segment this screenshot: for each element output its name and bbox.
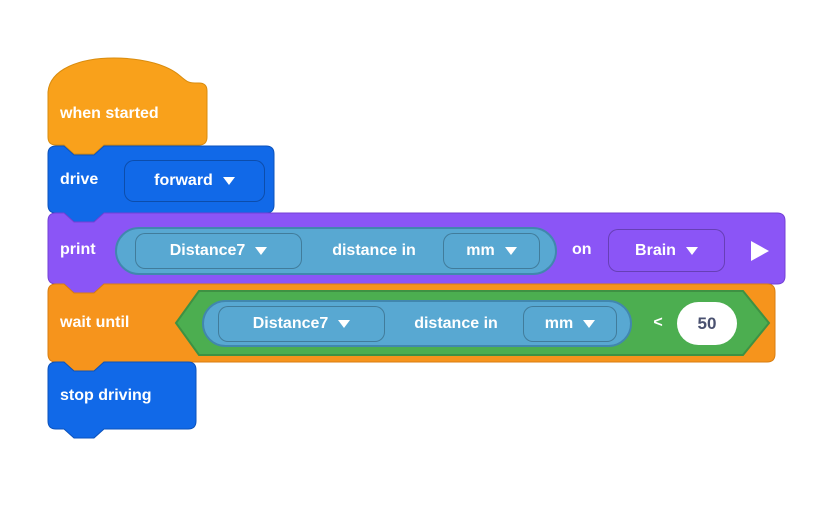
print-label: print	[60, 241, 96, 258]
number-input[interactable]: 50	[677, 302, 737, 345]
caret-down-icon	[504, 247, 517, 255]
print-target-value: Brain	[635, 241, 676, 259]
print-unit-value: mm	[466, 242, 495, 259]
caret-down-icon	[685, 246, 698, 255]
caret-down-icon	[583, 320, 596, 328]
print-on-label: on	[572, 241, 592, 258]
print-sensor-device-dropdown[interactable]: Distance7	[135, 233, 302, 269]
wait-unit-value: mm	[544, 315, 574, 332]
less-than-operator-label: <	[653, 314, 663, 331]
wait-sensor-text: distance in	[414, 315, 498, 332]
print-target-dropdown[interactable]: Brain	[608, 229, 725, 272]
wait-sensor-device-dropdown[interactable]: Distance7	[218, 306, 385, 342]
caret-down-icon	[255, 247, 268, 255]
wait-until-label: wait until	[60, 314, 130, 331]
when-started-label: when started	[60, 105, 159, 122]
print-sensor-device-value: Distance7	[169, 242, 246, 259]
stop-driving-label: stop driving	[60, 387, 152, 404]
print-unit-dropdown[interactable]: mm	[443, 233, 540, 269]
print-sensor-text: distance in	[332, 242, 416, 259]
drive-direction-value: forward	[154, 172, 213, 189]
drive-label: drive	[60, 171, 99, 188]
expand-arrow-icon[interactable]	[751, 241, 769, 261]
caret-down-icon	[338, 320, 351, 328]
when-started-block[interactable]	[47, 57, 208, 155]
wait-sensor-device-value: Distance7	[252, 315, 329, 332]
caret-down-icon	[222, 177, 235, 185]
drive-direction-dropdown[interactable]: forward	[124, 160, 265, 202]
stop-driving-block[interactable]	[47, 361, 197, 439]
wait-unit-dropdown[interactable]: mm	[523, 306, 617, 342]
